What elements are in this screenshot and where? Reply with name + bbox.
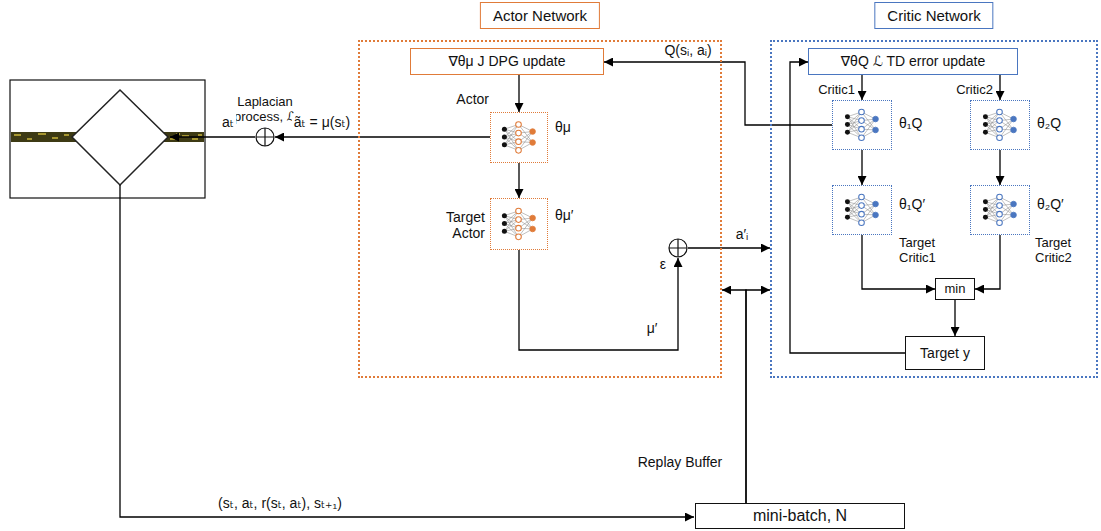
network-icon [495, 117, 542, 157]
param-label: θ₂Q [1037, 115, 1061, 131]
transition-arrow [120, 185, 694, 517]
signal-label: Replay Buffer [636, 454, 725, 470]
signal-label: (sₜ, aₜ, r(sₜ, aₜ), sₜ₊₁) [216, 495, 344, 511]
connector-arrow [688, 247, 770, 248]
net-label: Critic2 [956, 83, 993, 98]
connector-arrow [519, 250, 678, 350]
edge-label: a′ᵢ [734, 226, 751, 242]
action-arrow [170, 136, 255, 137]
net-label: Target Critic2 [1035, 236, 1091, 266]
critic-net: Critic2θ₂Q [970, 100, 1030, 150]
network-title: Actor Network [480, 2, 600, 29]
update-box: ∇θμ J DPG update [410, 48, 604, 75]
target-box: Target y [905, 336, 985, 370]
target-critic-net: θ₁Q′Target Critic1 [832, 185, 892, 235]
actor-network-region: Actor Network∇θμ J DPG updateActorθμTarg… [358, 40, 722, 378]
update-label: ∇θQ ℒ TD error update [841, 53, 985, 69]
update-label: ∇θμ J DPG update [448, 53, 565, 69]
target-actor-net: Target Actorθμ′ [490, 198, 548, 250]
critic-network-region: Critic Network∇θQ ℒ TD error updateCriti… [770, 40, 1098, 378]
connector-arrow [518, 163, 519, 198]
edge-label: ãₜ = μ(sₜ) [292, 114, 352, 130]
param-label: θ₁Q′ [899, 196, 925, 212]
sum-junction: ε [668, 238, 688, 258]
network-icon [495, 203, 542, 244]
connector-arrow [722, 290, 746, 503]
net-label: Actor [456, 91, 489, 107]
region-outline [358, 40, 722, 378]
net-label: Critic1 [818, 83, 855, 98]
noise-label: ε [660, 256, 666, 272]
connector-arrow [999, 150, 1000, 185]
network-icon [975, 105, 1024, 144]
network-icon [975, 190, 1024, 229]
sum-junction: Laplacian process, ℒ [255, 127, 275, 147]
net-label: Target Critic1 [899, 236, 969, 266]
connector-arrow [604, 62, 832, 125]
environment-frame [10, 80, 205, 198]
sum-symbol [255, 127, 275, 147]
sum-symbol [668, 238, 688, 258]
diamond-symbol [72, 90, 168, 185]
update-box: ∇θQ ℒ TD error update [808, 48, 1018, 75]
connector-arrow [861, 75, 862, 100]
connector-arrow [999, 75, 1000, 100]
actor-net: Actorθμ [490, 112, 548, 163]
param-label: θμ [555, 119, 571, 135]
net-label: Target Actor [439, 209, 485, 241]
param-label: θ₁Q [899, 115, 922, 131]
min-box: min [935, 278, 975, 300]
connector-arrow [975, 235, 1000, 289]
network-icon [837, 190, 886, 229]
target-critic-net: θ₂Q′Target Critic2 [970, 185, 1030, 235]
connector-arrow [746, 290, 770, 503]
edge-label: μ′ [645, 320, 660, 336]
edge-label: Q(sᵢ, aᵢ) [662, 42, 713, 58]
connector-arrow [518, 75, 519, 112]
connector-arrow [954, 300, 955, 336]
param-label: θ₂Q′ [1037, 196, 1064, 212]
critic-net: Critic1θ₁Q [832, 100, 892, 150]
target-label: Target y [920, 345, 970, 361]
replay-box: mini-batch, N [695, 503, 905, 529]
connector-arrow [275, 136, 490, 137]
min-label: min [945, 282, 966, 297]
batch-label: mini-batch, N [753, 507, 847, 525]
param-label: θμ′ [555, 207, 573, 223]
network-title: Critic Network [874, 2, 993, 29]
connector-arrow [790, 62, 905, 353]
signal-label: aₜ [220, 114, 236, 130]
network-icon [837, 105, 886, 144]
connector-arrow [861, 150, 862, 185]
